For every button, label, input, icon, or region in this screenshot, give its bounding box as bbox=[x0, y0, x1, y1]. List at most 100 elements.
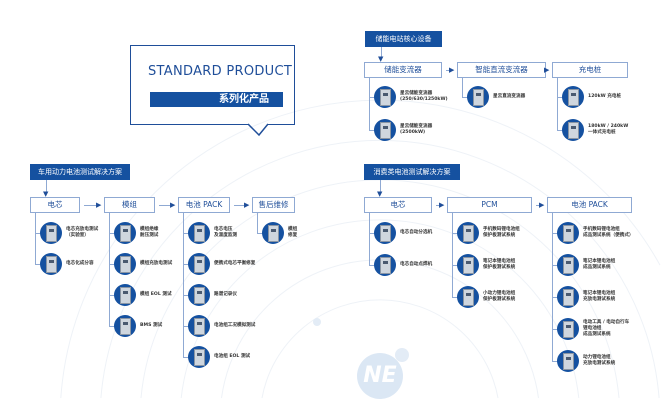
product-item[interactable]: 星云储能变流器 (250/630/1250kW) bbox=[374, 86, 448, 108]
product-image-icon bbox=[114, 222, 136, 244]
device-icon bbox=[463, 289, 474, 306]
product-image-icon bbox=[457, 222, 479, 244]
product-item[interactable]: 星云储能变流器 (2500kW) bbox=[374, 119, 432, 141]
device-icon bbox=[463, 225, 474, 242]
arrow-right-icon: ▶ bbox=[244, 201, 250, 209]
product-image-icon bbox=[188, 284, 210, 306]
stage-box[interactable]: PCM bbox=[447, 197, 532, 213]
connector-line bbox=[369, 78, 370, 130]
product-label: 电动工具 / 电动自行车 锂电池组 成品测试系统 bbox=[583, 320, 630, 337]
arrow-down-icon: ▼ bbox=[377, 190, 383, 198]
connector-line bbox=[35, 233, 41, 234]
product-image-icon bbox=[40, 253, 62, 275]
stage-box[interactable]: 智能直流变流器 bbox=[457, 62, 546, 78]
device-icon bbox=[380, 225, 391, 242]
arrow-right-icon: ▶ bbox=[439, 201, 445, 209]
product-item[interactable]: 笔记本锂电池组 充放电测试系统 bbox=[557, 286, 615, 308]
flow-header-consumer: 消费类电池测试解决方案 bbox=[364, 164, 460, 180]
connector-line bbox=[369, 265, 375, 266]
product-item[interactable]: 电芯自动点焊机 bbox=[374, 254, 432, 276]
connector-line bbox=[552, 297, 558, 298]
connector-line bbox=[46, 180, 47, 194]
stage-box[interactable]: 充电桩 bbox=[552, 62, 628, 78]
product-image-icon bbox=[374, 222, 396, 244]
product-item[interactable]: 电池组 EOL 测试 bbox=[188, 346, 250, 368]
product-item[interactable]: 动力锂电池组 充放电测试系统 bbox=[557, 350, 615, 372]
connector-line bbox=[84, 205, 96, 206]
stage-box[interactable]: 售后维修 bbox=[252, 197, 295, 213]
product-item[interactable]: 180kW / 240kW 一体式充电桩 bbox=[562, 119, 628, 141]
stage-box[interactable]: 电芯 bbox=[30, 197, 80, 213]
product-item[interactable]: 电动工具 / 电动自行车 锂电池组 成品测试系统 bbox=[557, 318, 629, 340]
decor-arc bbox=[261, 299, 499, 399]
product-label: 小动力锂电池组 保护板测试系统 bbox=[483, 291, 516, 302]
device-icon bbox=[380, 89, 391, 106]
stage-box[interactable]: 电池 PACK bbox=[178, 197, 230, 213]
product-label: BMS 测试 bbox=[140, 323, 163, 328]
device-icon bbox=[380, 257, 391, 274]
product-item[interactable]: 电芯化成分容 bbox=[40, 253, 94, 275]
connector-line bbox=[109, 233, 115, 234]
stage-box[interactable]: 储能变流器 bbox=[364, 62, 442, 78]
connector-line bbox=[109, 295, 115, 296]
product-label: 手机数码锂电池组 保护板测试系统 bbox=[483, 227, 520, 238]
device-icon bbox=[268, 225, 279, 242]
product-item[interactable]: BMS 测试 bbox=[114, 315, 162, 337]
product-image-icon bbox=[457, 254, 479, 276]
arrow-right-icon: ▶ bbox=[170, 201, 176, 209]
stage-box[interactable]: 电芯 bbox=[364, 197, 432, 213]
product-image-icon bbox=[114, 284, 136, 306]
product-image-icon bbox=[188, 346, 210, 368]
product-item[interactable]: 模组 修复 bbox=[262, 222, 297, 244]
connector-line bbox=[462, 97, 468, 98]
product-image-icon bbox=[188, 253, 210, 275]
connector-line bbox=[557, 97, 563, 98]
connector-line bbox=[369, 233, 375, 234]
connector-line bbox=[536, 205, 539, 206]
product-item[interactable]: 笔记本锂电池组 成品测试系统 bbox=[557, 254, 615, 276]
product-image-icon bbox=[188, 222, 210, 244]
product-image-icon bbox=[562, 86, 584, 108]
stage-box[interactable]: 模组 bbox=[104, 197, 155, 213]
connector-line bbox=[369, 97, 375, 98]
product-image-icon bbox=[562, 119, 584, 141]
device-icon bbox=[563, 225, 574, 242]
device-icon bbox=[563, 289, 574, 306]
product-item[interactable]: 手机数码锂电池组 成品测试系统（便携式） bbox=[557, 222, 634, 244]
product-item[interactable]: 星云直流变流器 bbox=[467, 86, 525, 108]
device-icon bbox=[120, 318, 131, 335]
product-image-icon bbox=[40, 222, 62, 244]
product-label: 星云储能变流器 (2500kW) bbox=[400, 124, 433, 135]
arrow-right-icon: ▶ bbox=[544, 66, 550, 74]
connector-line bbox=[436, 205, 439, 206]
connector-line bbox=[35, 264, 41, 265]
product-item[interactable]: 电芯电压 及温度监测 bbox=[188, 222, 237, 244]
product-item[interactable]: 路谱记录仪 bbox=[188, 284, 237, 306]
product-label: 路谱记录仪 bbox=[214, 292, 237, 297]
connector-line bbox=[109, 326, 115, 327]
product-label: 笔记本锂电池组 成品测试系统 bbox=[583, 259, 616, 270]
product-image-icon bbox=[557, 318, 579, 340]
product-item[interactable]: 模组充放电测试 bbox=[114, 253, 172, 275]
product-item[interactable]: 电芯自动分选机 bbox=[374, 222, 432, 244]
product-item[interactable]: 笔记本锂电池组 保护板测试系统 bbox=[457, 254, 515, 276]
device-icon bbox=[120, 287, 131, 304]
product-item[interactable]: 手机数码锂电池组 保护板测试系统 bbox=[457, 222, 520, 244]
brand-logo: NE bbox=[357, 353, 403, 399]
connector-line bbox=[552, 233, 558, 234]
product-item[interactable]: 电芯充放电测试 （实验室） bbox=[40, 222, 98, 244]
product-item[interactable]: 便携式电芯平衡修复 bbox=[188, 253, 255, 275]
product-item[interactable]: 小动力锂电池组 保护板测试系统 bbox=[457, 286, 515, 308]
product-image-icon bbox=[557, 350, 579, 372]
product-item[interactable]: 120kW 充电桩 bbox=[562, 86, 621, 108]
stage-box[interactable]: 电池 PACK bbox=[547, 197, 632, 213]
product-item[interactable]: 模组 EOL 测试 bbox=[114, 284, 172, 306]
device-icon bbox=[563, 257, 574, 274]
connector-line bbox=[183, 233, 189, 234]
product-label: 电芯充放电测试 （实验室） bbox=[66, 227, 99, 238]
device-icon bbox=[46, 225, 57, 242]
product-item[interactable]: 电池组工况模拟测试 bbox=[188, 315, 255, 337]
device-icon bbox=[194, 287, 205, 304]
product-item[interactable]: 模组绝缘 耐压测试 bbox=[114, 222, 158, 244]
